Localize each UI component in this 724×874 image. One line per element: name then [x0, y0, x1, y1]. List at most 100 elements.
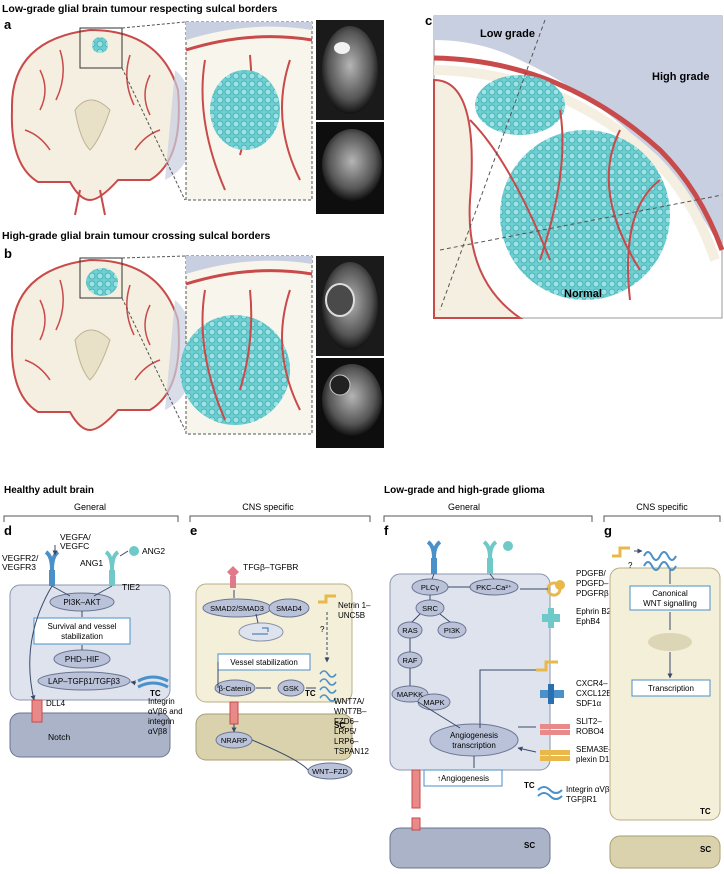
f-ras: RAS [402, 626, 417, 635]
f-angio-1: Angiogenesis [450, 731, 498, 740]
e-wnt-5: LRP6– [334, 737, 359, 746]
bracket-cns-2 [603, 515, 721, 522]
f-up-angio: ↑Angiogenesis [437, 774, 489, 783]
d-pi3k-akt: PI3K–AKT [63, 598, 100, 607]
d-integrin-3: integrin [148, 717, 174, 726]
panel-g-cells [609, 546, 721, 869]
d-vegfr2: VEGFR2/ [2, 553, 39, 563]
e-bcat: β-Catenin [219, 684, 252, 693]
g-sc: SC [700, 845, 711, 854]
e-wntfzd: WNT–FZD [312, 767, 348, 776]
panel-letter-g: g [604, 523, 612, 538]
d-dll4: DLL4 [46, 699, 66, 708]
g-canon-1: Canonical [652, 589, 688, 598]
f-integ-2: TGFβR1 [566, 795, 597, 804]
f-mapkk: MAPKK [397, 690, 423, 699]
panel-letter-a: a [4, 17, 12, 32]
d-vegfc: VEGFC [60, 541, 89, 551]
label-low-grade: Low grade [480, 28, 535, 40]
f-src: SRC [422, 604, 438, 613]
panel-letter-e: e [190, 523, 197, 538]
d-survival-2: stabilization [61, 632, 103, 641]
f-ephrin-2: EphB4 [576, 617, 601, 626]
panel-e-cells [195, 566, 353, 780]
section-general-1: General [74, 502, 106, 512]
f-integ-1: Integrin αVβ8– [566, 785, 619, 794]
section-cns-1: CNS specific [242, 502, 294, 512]
d-ang1: ANG1 [80, 558, 103, 568]
e-wnt-2: WNT7B– [334, 707, 367, 716]
d-vegfa: VEGFA/ [60, 532, 91, 542]
f-tc: TC [524, 781, 535, 790]
f-mapk: MAPK [423, 698, 444, 707]
e-netrin-2: UNC5B [338, 611, 365, 620]
g-tc: TC [700, 807, 711, 816]
bracket-general-1 [3, 515, 179, 522]
d-integrin-2: αVβ6 and [148, 707, 183, 716]
f-pdgf-1: PDGFB/ [576, 569, 607, 578]
bracket-general-2 [383, 515, 593, 522]
section-healthy: Healthy adult brain [4, 485, 94, 496]
f-slit-1: SLIT2– [576, 717, 602, 726]
f-cxcr-2: CXCL12B/ [576, 689, 615, 698]
f-cxcr-3: SDF1α [576, 699, 601, 708]
e-wnt-6: TSPAN12 [334, 747, 370, 756]
zoom-inset-b [180, 255, 313, 435]
f-sema-1: SEMA3E– [576, 745, 613, 754]
high-grade-title: High-grade glial brain tumour crossing s… [2, 230, 271, 242]
panel-c-illustration [433, 15, 724, 319]
g-transcription: Transcription [648, 684, 694, 693]
e-smad4: SMAD4 [276, 604, 302, 613]
brain-illustration-b [10, 255, 193, 432]
panel-d-cells [9, 545, 171, 758]
e-sc: SC [334, 721, 345, 730]
f-pi3k: PI3K [444, 626, 460, 635]
f-plcg: PLCγ [421, 583, 440, 592]
e-gsk: GSK [283, 684, 299, 693]
f-sema-2: plexin D1 [576, 755, 610, 764]
label-normal: Normal [564, 288, 602, 300]
panel-letter-f: f [384, 523, 389, 538]
f-cxcr-1: CXCR4– [576, 679, 608, 688]
g-question: ? [628, 561, 633, 570]
e-netrin-1: Netrin 1– [338, 601, 371, 610]
d-ang2: ANG2 [142, 546, 165, 556]
e-tc: TC [305, 689, 316, 698]
d-survival-1: Survival and vessel [48, 622, 117, 631]
f-pdgf-2: PDGFD– [576, 579, 609, 588]
e-wnt-4: LRP5/ [334, 727, 357, 736]
f-raf: RAF [403, 656, 418, 665]
d-integrin-1: Integrin [148, 697, 175, 706]
label-high-grade: High grade [652, 71, 709, 83]
panel-letter-b: b [4, 246, 12, 261]
f-ephrin-1: Ephrin B2– [576, 607, 616, 616]
low-grade-title: Low-grade glial brain tumour respecting … [2, 3, 278, 15]
e-tgfb: TFGβ–TGFBR [243, 562, 298, 572]
zoom-inset-a [185, 21, 313, 201]
mri-images-b [316, 256, 384, 448]
d-tie2: TIE2 [122, 582, 140, 592]
panel-f-cells [389, 540, 570, 869]
d-vegfr3: VEGFR3 [2, 562, 36, 572]
e-vessel: Vessel stabilization [230, 658, 298, 667]
brain-illustration-a [10, 21, 193, 216]
d-notch: Notch [48, 732, 70, 742]
section-general-2: General [448, 502, 480, 512]
f-slit-2: ROBO4 [576, 727, 605, 736]
d-integrin-4: αVβ8 [148, 727, 168, 736]
e-wnt-3: FZD6– [334, 717, 359, 726]
f-angio-2: transcription [452, 741, 496, 750]
e-wnt-1: WNT7A/ [334, 697, 365, 706]
d-tc: TC [150, 689, 161, 698]
bracket-cns-1 [189, 515, 371, 522]
panel-letter-c: c [425, 13, 432, 28]
section-cns-2: CNS specific [636, 502, 688, 512]
f-sc: SC [524, 841, 535, 850]
e-question: ? [320, 625, 325, 634]
e-nrarp: NRARP [221, 736, 247, 745]
section-glioma: Low-grade and high-grade glioma [384, 485, 545, 496]
d-phd-hif: PHD–HIF [65, 655, 99, 664]
e-smad23: SMAD2/SMAD3 [210, 604, 264, 613]
d-lap: LAP–TGFβ1/TGFβ3 [48, 677, 120, 686]
